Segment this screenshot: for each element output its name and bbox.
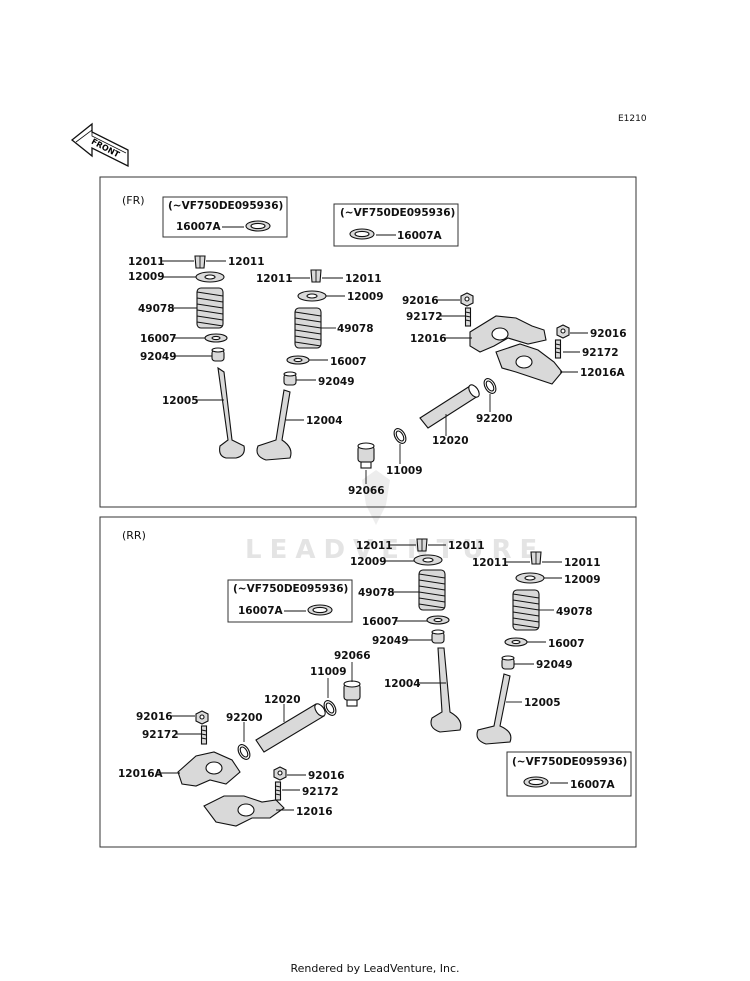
fr-title: (FR) bbox=[122, 194, 145, 207]
fr-cap-plug-92066 bbox=[357, 442, 375, 469]
fr-label-49078-b: 49078 bbox=[337, 323, 374, 335]
rr-rocker-arm-12016 bbox=[203, 766, 287, 827]
rr-label-12016: 12016 bbox=[296, 806, 333, 818]
rr-label-92066: 92066 bbox=[334, 650, 371, 662]
rr-note-box-1: (~VF750DE095936) 16007A bbox=[227, 579, 353, 623]
fr-label-12009-a: 12009 bbox=[128, 271, 165, 283]
fr-section: (FR) (~VF750DE095936) 16007A (~VF750DE09… bbox=[99, 176, 637, 508]
fr-valve-stack-right bbox=[256, 269, 327, 461]
rr-label-12011-c: 12011 bbox=[472, 557, 509, 569]
rr-label-16007-b: 16007 bbox=[548, 638, 585, 650]
rr-note1-text: (~VF750DE095936) bbox=[233, 583, 348, 595]
fr-label-92049-a: 92049 bbox=[140, 351, 177, 363]
rr-cap-plug-92066 bbox=[343, 680, 361, 707]
fr-note-box-2: (~VF750DE095936) 16007A bbox=[333, 203, 459, 247]
fr-label-12020: 12020 bbox=[432, 435, 469, 447]
fr-rocker-arm-12016A bbox=[495, 324, 570, 385]
fr-label-49078-a: 49078 bbox=[138, 303, 175, 315]
fr-o-ring-11009 bbox=[391, 426, 409, 446]
rr-label-12004: 12004 bbox=[384, 678, 421, 690]
fr-label-12011-b: 12011 bbox=[228, 256, 265, 268]
rr-label-49078-b: 49078 bbox=[556, 606, 593, 618]
fr-label-92172-b: 92172 bbox=[582, 347, 619, 359]
fr-label-92016-a: 92016 bbox=[402, 295, 439, 307]
rr-title: (RR) bbox=[122, 529, 146, 542]
watermark: LEADVENTURE bbox=[245, 470, 545, 565]
fr-frame bbox=[99, 176, 637, 508]
rr-label-16007A-1: 16007A bbox=[238, 605, 284, 617]
rr-valve-12004 bbox=[430, 647, 462, 733]
rr-label-49078-a: 49078 bbox=[358, 587, 395, 599]
rr-o-ring-92200 bbox=[235, 742, 253, 762]
rr-valve-12005 bbox=[476, 673, 512, 745]
rr-label-12016A: 12016A bbox=[118, 768, 164, 780]
rr-frame bbox=[99, 516, 637, 848]
fr-label-16007A-1: 16007A bbox=[176, 221, 222, 233]
fr-note1-text: (~VF750DE095936) bbox=[168, 200, 283, 212]
rr-label-92172-a: 92172 bbox=[142, 729, 179, 741]
fr-label-92049-b: 92049 bbox=[318, 376, 355, 388]
fr-o-ring-92200 bbox=[481, 376, 499, 396]
rr-valve-stack-left bbox=[413, 538, 462, 733]
fr-label-92172-a: 92172 bbox=[406, 311, 443, 323]
rr-note2-text: (~VF750DE095936) bbox=[512, 756, 627, 768]
rr-label-16007-a: 16007 bbox=[362, 616, 399, 628]
rr-label-12020: 12020 bbox=[264, 694, 301, 706]
fr-rocker-arm-12016 bbox=[460, 292, 547, 353]
rr-label-92016-b: 92016 bbox=[308, 770, 345, 782]
rr-label-92049-b: 92049 bbox=[536, 659, 573, 671]
fr-label-92200: 92200 bbox=[476, 413, 513, 425]
fr-label-12011-c: 12011 bbox=[256, 273, 293, 285]
rr-label-92016-a: 92016 bbox=[136, 711, 173, 723]
rr-valve-stack-right bbox=[476, 551, 545, 745]
fr-note-box-1: (~VF750DE095936) 16007A bbox=[162, 196, 288, 238]
fr-label-11009: 11009 bbox=[386, 465, 423, 477]
fr-label-12011-a: 12011 bbox=[128, 256, 165, 268]
rr-label-92049-a: 92049 bbox=[372, 635, 409, 647]
fr-label-12016: 12016 bbox=[410, 333, 447, 345]
rr-rocker-arm-12016A bbox=[177, 710, 241, 787]
rr-note-box-2: (~VF750DE095936) 16007A bbox=[506, 751, 632, 797]
fr-valve-12004 bbox=[256, 389, 292, 461]
rr-label-12009-b: 12009 bbox=[564, 574, 601, 586]
fr-valve-stack-left bbox=[194, 255, 245, 459]
rr-section: (RR) 12011 12011 12009 49078 16007 92049… bbox=[99, 516, 637, 848]
fr-label-16007A-2: 16007A bbox=[397, 230, 443, 242]
fr-valve-12005 bbox=[217, 366, 245, 459]
fr-label-12009-b: 12009 bbox=[347, 291, 384, 303]
ref-code: E1210 bbox=[618, 114, 647, 124]
fr-label-12005: 12005 bbox=[162, 395, 199, 407]
rr-label-16007A-2: 16007A bbox=[570, 779, 616, 791]
fr-label-12004: 12004 bbox=[306, 415, 343, 427]
rr-label-92200: 92200 bbox=[226, 712, 263, 724]
fr-label-12016A: 12016A bbox=[580, 367, 626, 379]
rr-label-12009-a: 12009 bbox=[350, 556, 387, 568]
rr-label-12005: 12005 bbox=[524, 697, 561, 709]
front-arrow-icon: FRONT bbox=[70, 122, 129, 168]
fr-note2-text: (~VF750DE095936) bbox=[340, 207, 455, 219]
fr-rocker-shaft-12020 bbox=[419, 384, 480, 429]
watermark-text: LEADVENTURE bbox=[245, 535, 545, 565]
rr-rocker-shaft-12020 bbox=[255, 703, 326, 753]
rr-label-12011-b: 12011 bbox=[448, 540, 485, 552]
fr-label-92066: 92066 bbox=[348, 485, 385, 497]
fr-label-16007-a: 16007 bbox=[140, 333, 177, 345]
fr-label-16007-b: 16007 bbox=[330, 356, 367, 368]
footer-credit: Rendered by LeadVenture, Inc. bbox=[290, 962, 460, 975]
rr-label-92172-b: 92172 bbox=[302, 786, 339, 798]
fr-label-12011-d: 12011 bbox=[345, 273, 382, 285]
fr-label-92016-b: 92016 bbox=[590, 328, 627, 340]
rr-label-12011-d: 12011 bbox=[564, 557, 601, 569]
rr-label-11009: 11009 bbox=[310, 666, 347, 678]
rr-label-12011-a: 12011 bbox=[356, 540, 393, 552]
